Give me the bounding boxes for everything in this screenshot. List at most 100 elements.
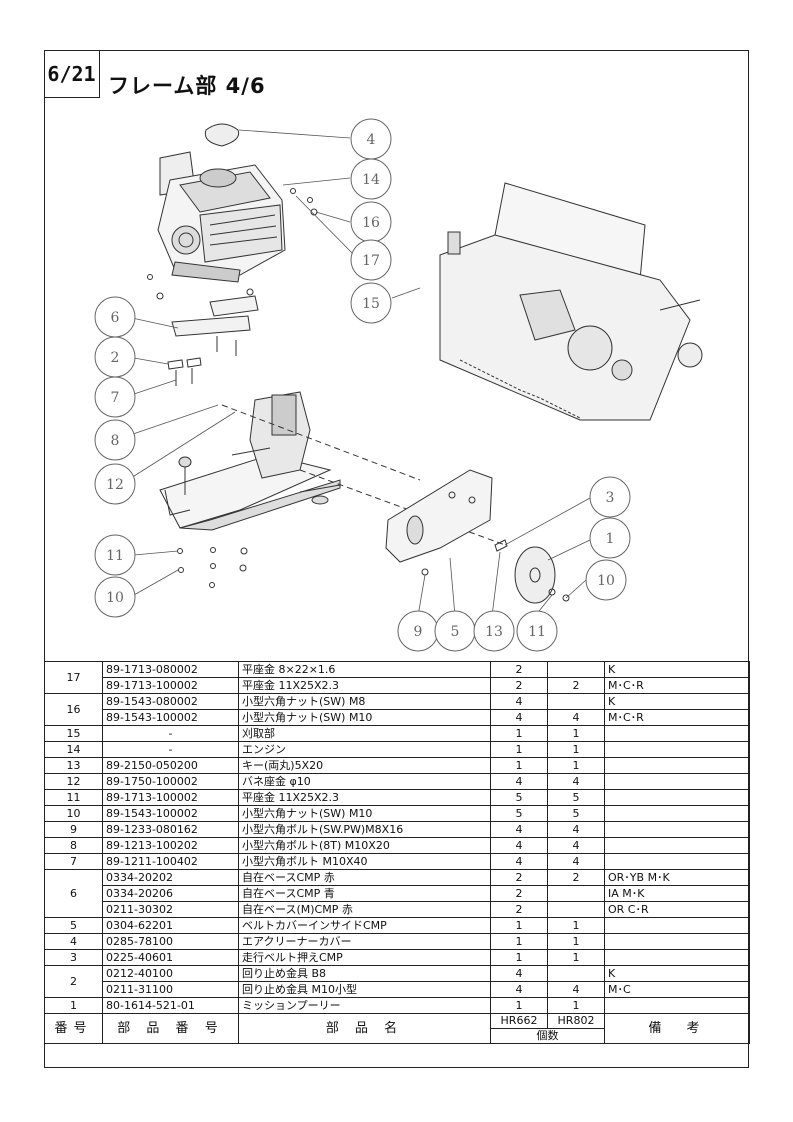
- header-part-no: 部 品 番 号: [102, 1013, 239, 1044]
- cell-hr802: 1: [547, 725, 605, 742]
- cell-remarks: [604, 805, 750, 822]
- header-hr802: HR802: [547, 1013, 605, 1029]
- cell-remarks: [604, 853, 750, 870]
- cell-hr662: 4: [490, 821, 548, 838]
- cell-hr802: 4: [547, 853, 605, 870]
- callout-17: [350, 239, 392, 281]
- cell-hr662: 4: [490, 693, 548, 710]
- air-cleaner-cover-drawing: [204, 123, 240, 147]
- cell-hr662: 1: [490, 949, 548, 966]
- cell-name: 自在ベースCMP 赤: [238, 869, 491, 886]
- cell-part-no: 89-1713-080002: [102, 661, 239, 678]
- cell-remarks: OR C･R: [604, 901, 750, 918]
- cell-no: 4: [44, 933, 103, 950]
- cell-remarks: [604, 949, 750, 966]
- cell-name: 平座金 11X25X2.3: [238, 789, 491, 806]
- cell-hr802: [547, 693, 605, 710]
- cell-name: 平座金 11X25X2.3: [238, 677, 491, 694]
- page-number: 6/21: [44, 50, 100, 98]
- cell-hr802: 2: [547, 677, 605, 694]
- cell-part-no: 80-1614-521-01: [102, 997, 239, 1014]
- cell-remarks: OR･YB M･K: [604, 869, 750, 886]
- cell-hr802: 1: [547, 933, 605, 950]
- cell-remarks: M･C･R: [604, 709, 750, 726]
- cell-no: 17: [44, 661, 103, 694]
- cell-hr802: [547, 965, 605, 982]
- page-frame: [44, 50, 749, 1068]
- cell-name: 回り止め金具 M10小型: [238, 981, 491, 998]
- cell-remarks: K: [604, 661, 750, 678]
- callout-10: [94, 576, 136, 618]
- cell-part-no: 89-1233-080162: [102, 821, 239, 838]
- cell-hr662: 1: [490, 997, 548, 1014]
- header-no: 番号: [44, 1013, 103, 1044]
- callout-13: [473, 610, 515, 652]
- cell-name: 自在ベースCMP 青: [238, 885, 491, 902]
- cell-hr662: 4: [490, 773, 548, 790]
- cell-name: 小型六角ボルト(8T) M10X20: [238, 837, 491, 854]
- cell-hr802: [547, 885, 605, 902]
- svg-text:10: 10: [106, 590, 124, 606]
- callout-15: [350, 282, 392, 324]
- cell-hr662: 5: [490, 789, 548, 806]
- cell-hr662: 1: [490, 757, 548, 774]
- cell-name: 自在ベース(M)CMP 赤: [238, 901, 491, 918]
- callout-3: [589, 476, 631, 518]
- cell-remarks: [604, 757, 750, 774]
- cell-part-no: 89-1543-100002: [102, 805, 239, 822]
- cell-name: 刈取部: [238, 725, 491, 742]
- svg-text:17: 17: [362, 253, 380, 269]
- cell-no: 2: [44, 965, 103, 998]
- cell-hr802: 4: [547, 709, 605, 726]
- svg-text:7: 7: [111, 390, 120, 406]
- cell-hr662: 4: [490, 837, 548, 854]
- pulley-drawing: [514, 546, 556, 604]
- svg-text:6: 6: [111, 310, 120, 326]
- table-header-row-qty: 個数: [45, 1028, 750, 1044]
- cell-part-no: 0211-31100: [102, 981, 239, 998]
- cell-no: 12: [44, 773, 103, 790]
- cell-name: エンジン: [238, 741, 491, 758]
- cell-no: 1: [44, 997, 103, 1014]
- cell-no: 15: [44, 725, 103, 742]
- cell-hr662: 2: [490, 661, 548, 678]
- svg-text:12: 12: [106, 477, 124, 493]
- cell-no: 5: [44, 917, 103, 934]
- cell-hr802: 4: [547, 821, 605, 838]
- cell-remarks: [604, 917, 750, 934]
- header-hr662: HR662: [490, 1013, 548, 1029]
- cell-hr802: [547, 661, 605, 678]
- cell-part-no: -: [102, 741, 239, 758]
- cell-hr802: 1: [547, 997, 605, 1014]
- cell-part-no: 0212-40100: [102, 965, 239, 982]
- callout-11-bottom: [516, 610, 558, 652]
- cell-part-no: 89-1750-100002: [102, 773, 239, 790]
- cell-name: 小型六角ボルト M10X40: [238, 853, 491, 870]
- cell-remarks: [604, 725, 750, 742]
- cell-remarks: [604, 933, 750, 950]
- cell-remarks: [604, 741, 750, 758]
- cell-part-no: 0285-78100: [102, 933, 239, 950]
- svg-text:15: 15: [362, 296, 380, 312]
- cell-hr662: 5: [490, 805, 548, 822]
- cell-hr662: 1: [490, 933, 548, 950]
- cell-remarks: [604, 773, 750, 790]
- cell-hr802: 4: [547, 981, 605, 998]
- cell-name: エアクリーナーカバー: [238, 933, 491, 950]
- cell-name: ミッションプーリー: [238, 997, 491, 1014]
- cell-name: 走行ベルト押えCMP: [238, 949, 491, 966]
- svg-text:11: 11: [106, 548, 124, 564]
- cell-hr802: 5: [547, 805, 605, 822]
- cell-hr662: 4: [490, 965, 548, 982]
